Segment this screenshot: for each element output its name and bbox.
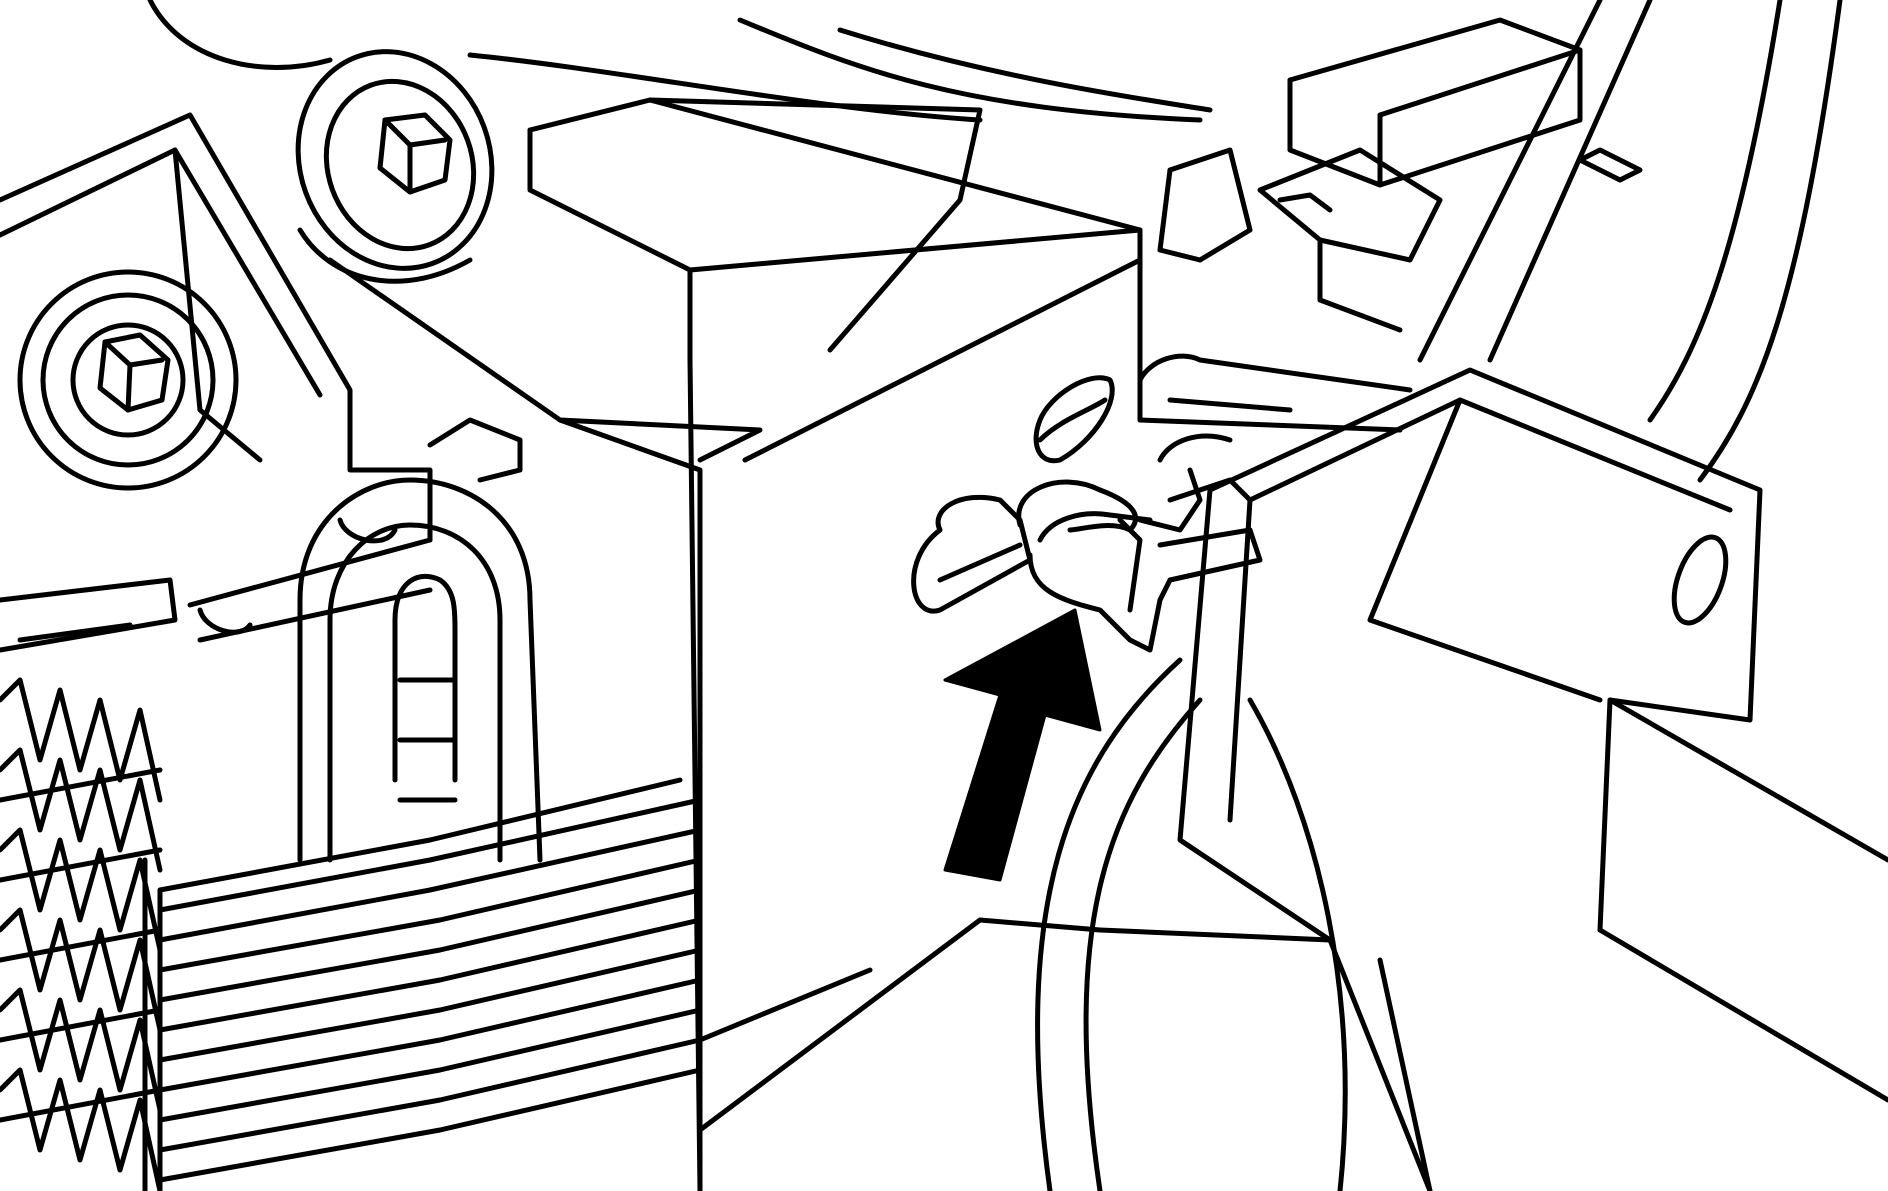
bracket-hole xyxy=(1664,530,1736,630)
central-housing xyxy=(530,100,1140,1191)
arrow-up-icon xyxy=(945,610,1100,880)
right-bracket xyxy=(1100,370,1888,1191)
upper-mount-eye xyxy=(268,24,760,460)
stacked-plates xyxy=(160,780,700,1191)
right-arm xyxy=(1160,0,1840,480)
housing-slot xyxy=(1036,378,1112,461)
slotted-tab xyxy=(914,497,1030,611)
connector-pin xyxy=(1140,356,1410,430)
left-mount-bracket xyxy=(0,115,430,540)
lower-hose xyxy=(1038,660,1346,1191)
bracket-boss xyxy=(20,272,236,488)
radiator-fins xyxy=(0,580,175,1191)
u-shaped-handle xyxy=(300,480,540,860)
retaining-clip-icon xyxy=(1019,436,1260,650)
hex-bolt-icon xyxy=(380,115,450,192)
shaft-pins xyxy=(190,420,520,640)
hex-bolt-icon xyxy=(73,325,183,435)
background-hose xyxy=(150,0,1580,185)
